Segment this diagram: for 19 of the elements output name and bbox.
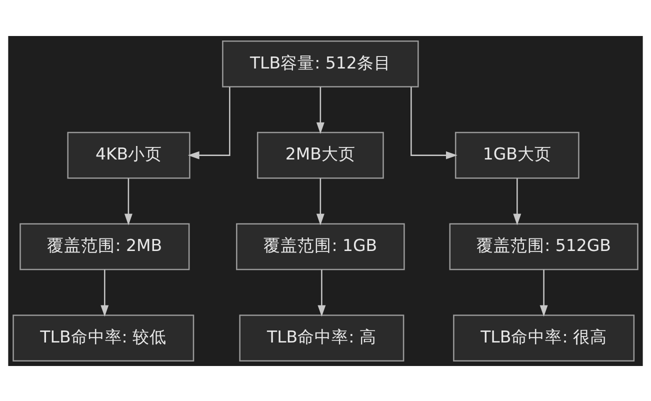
node-box: 2MB大页 xyxy=(256,131,384,178)
node-box: 覆盖范围: 2MB xyxy=(20,222,190,270)
node-box: 覆盖范围: 1GB xyxy=(236,222,405,270)
arrow xyxy=(318,269,326,316)
arrow xyxy=(540,269,548,316)
node-box: TLB命中率: 很高 xyxy=(453,314,635,362)
arrow xyxy=(513,178,522,225)
arrow xyxy=(188,86,230,159)
arrow xyxy=(410,86,458,159)
node-box: TLB容量: 512条目 xyxy=(222,40,419,87)
arrow xyxy=(316,86,324,134)
node-box: TLB命中率: 较低 xyxy=(12,314,194,362)
node-box: 4KB小页 xyxy=(67,131,190,178)
node-box: TLB命中率: 高 xyxy=(239,314,404,362)
node-box: 覆盖范围: 512GB xyxy=(449,222,638,270)
arrow xyxy=(124,178,132,225)
arrow xyxy=(316,178,324,225)
node-box: 1GB大页 xyxy=(454,131,580,178)
arrow xyxy=(100,269,109,316)
